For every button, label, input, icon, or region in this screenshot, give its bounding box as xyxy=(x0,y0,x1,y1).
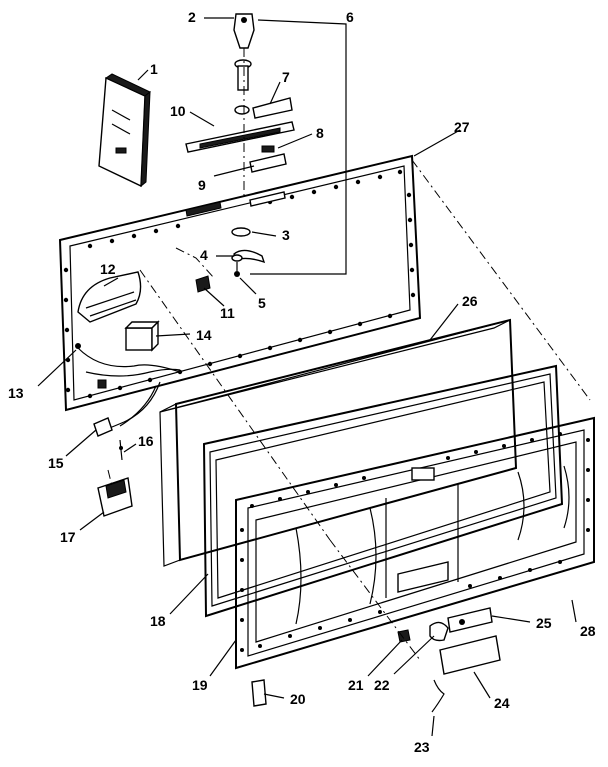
part-15-connector xyxy=(93,417,113,437)
callout-7: 7 xyxy=(282,69,290,85)
callout-27: 27 xyxy=(454,119,470,135)
part-14-switch xyxy=(124,320,160,352)
part-7-strip xyxy=(252,97,293,119)
callout-19: 19 xyxy=(192,677,208,693)
part-9-block xyxy=(249,153,287,173)
callout-22: 22 xyxy=(374,677,390,693)
callout-23: 23 xyxy=(414,739,430,755)
part-12-lamp-cover xyxy=(77,271,142,323)
part-2-key xyxy=(233,13,255,49)
callout-11: 11 xyxy=(220,305,235,321)
callout-4: 4 xyxy=(200,247,208,263)
callout-13: 13 xyxy=(8,385,24,401)
part-21-clip xyxy=(397,629,411,643)
part-26-liner-panel xyxy=(159,318,518,567)
part-25-socket xyxy=(447,607,493,633)
part-23-spring xyxy=(431,679,445,713)
leader-lines xyxy=(37,17,577,737)
frame-holes xyxy=(63,169,416,399)
part-11-clip xyxy=(175,247,215,293)
callout-28: 28 xyxy=(580,623,596,639)
panel-holes xyxy=(240,432,590,652)
part-20-hinge xyxy=(251,679,267,707)
callout-16: 16 xyxy=(138,433,154,449)
part-18-gasket xyxy=(202,364,564,618)
part-27-door-frame xyxy=(58,154,422,412)
callout-6: 6 xyxy=(346,9,354,25)
part-1-manual xyxy=(98,73,151,188)
callout-3: 3 xyxy=(282,227,290,243)
callout-20: 20 xyxy=(290,691,306,707)
callout-17: 17 xyxy=(60,529,76,545)
lower-hardware xyxy=(251,607,501,713)
latch-hardware-stack xyxy=(185,13,295,200)
callout-9: 9 xyxy=(198,177,206,193)
callout-5: 5 xyxy=(258,295,266,311)
wiring-harness xyxy=(75,343,181,461)
callout-21: 21 xyxy=(348,677,364,693)
callout-24: 24 xyxy=(494,695,510,711)
part-24-cover xyxy=(439,635,501,675)
alignment-lines xyxy=(139,159,591,661)
callout-10: 10 xyxy=(170,103,186,119)
callout-25: 25 xyxy=(536,615,552,631)
callout-14: 14 xyxy=(196,327,212,343)
callout-15: 15 xyxy=(48,455,64,471)
callout-26: 26 xyxy=(462,293,478,309)
callout-8: 8 xyxy=(316,125,324,141)
callout-2: 2 xyxy=(188,9,196,25)
callout-12: 12 xyxy=(100,261,116,277)
callout-labels: 1 2 6 7 10 8 9 27 3 4 5 11 12 14 26 13 1… xyxy=(8,9,596,755)
callout-18: 18 xyxy=(150,613,166,629)
part-17-rocker-switch xyxy=(97,469,133,517)
lock-parts-3-4-5 xyxy=(231,227,266,277)
part-16-screw xyxy=(119,446,123,450)
callout-1: 1 xyxy=(150,61,158,77)
part-28-door-panel xyxy=(235,416,595,670)
